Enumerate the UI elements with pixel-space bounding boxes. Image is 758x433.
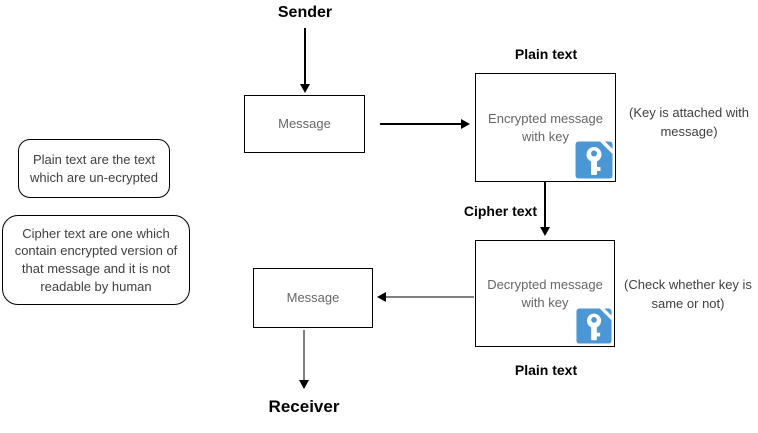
message-box-sender-label: Message (278, 116, 331, 132)
decrypted-message-box-label: Decrypted message with key (487, 276, 603, 310)
cipher-text-note: Cipher text are one which contain encryp… (2, 215, 190, 305)
encrypted-message-box-label: Encrypted message with key (488, 110, 603, 144)
message-box-receiver-label: Message (286, 290, 340, 306)
cipher-text-label: Cipher text (463, 203, 537, 219)
key-icon (576, 308, 612, 344)
arrowhead-left-icon (377, 292, 386, 302)
arrowhead-right-icon (461, 119, 470, 129)
message-box-receiver: Message (253, 268, 373, 328)
arrow-sender-to-message-line (304, 28, 306, 85)
encrypted-message-box: Encrypted message with key (475, 73, 616, 182)
key-check-annotation: (Check whether key is same or not) (624, 277, 752, 311)
plain-text-top-label: Plain text (514, 46, 578, 62)
arrowhead-down-icon (299, 380, 309, 389)
plain-text-bottom-label: Plain text (514, 362, 578, 378)
arrowhead-down-icon (540, 227, 550, 236)
cipher-text-note-label: Cipher text are one which contain encryp… (14, 225, 178, 294)
arrowhead-down-icon (300, 84, 310, 93)
arrow-decrypted-to-message-line (386, 296, 474, 298)
arrow-message-to-receiver-line (303, 330, 305, 381)
key-attached-annotation: (Key is attached with message) (629, 105, 749, 139)
arrow-encrypted-to-decrypted-line (544, 182, 546, 228)
key-icon (575, 141, 613, 179)
arrow-message-to-encrypted-line (380, 123, 463, 125)
plain-text-note-label: Plain text are the text which are un-ecr… (30, 151, 158, 185)
message-box-sender: Message (244, 95, 365, 153)
plain-text-note: Plain text are the text which are un-ecr… (18, 139, 170, 198)
receiver-label: Receiver (268, 397, 340, 416)
decrypted-message-box: Decrypted message with key (475, 240, 615, 347)
sender-label: Sender (277, 4, 333, 21)
